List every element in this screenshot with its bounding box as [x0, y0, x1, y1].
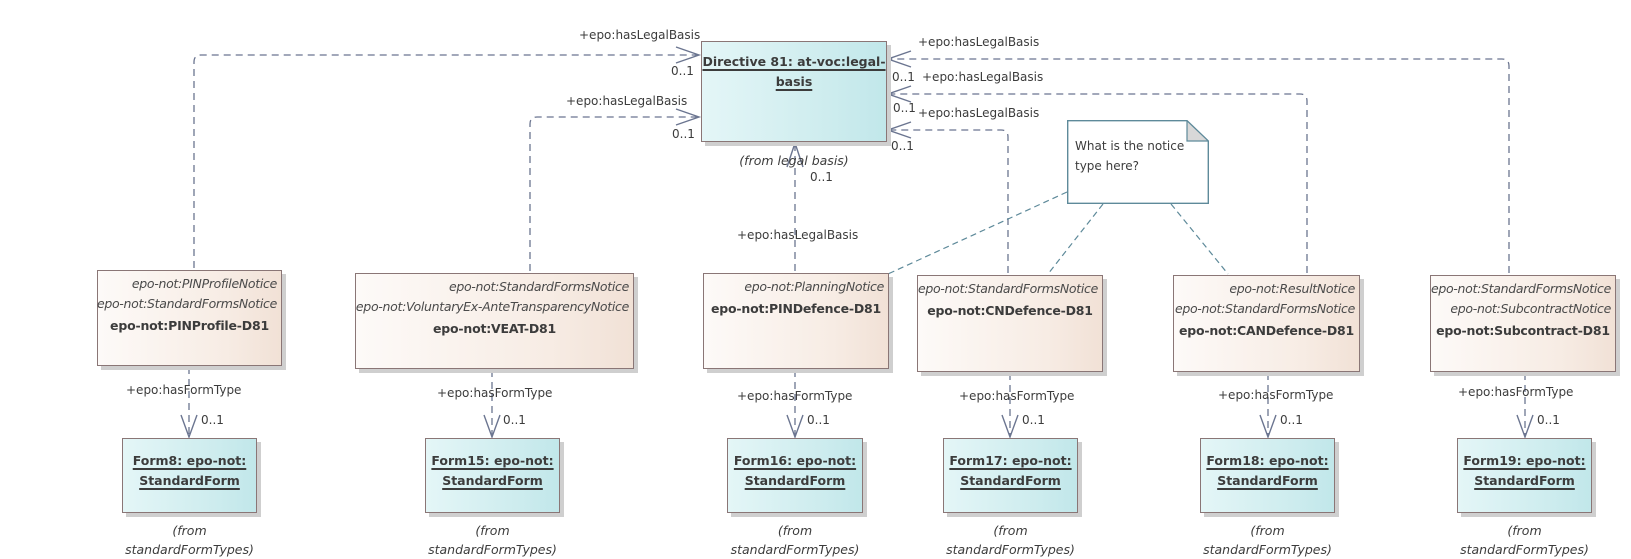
- form-instance-name: Form15: epo-not:StandardForm: [431, 453, 554, 488]
- form-instance-form18[interactable]: Form18: epo-not:StandardForm: [1200, 438, 1335, 513]
- stereotype: epo-not:StandardFormsNotice: [1430, 281, 1611, 296]
- form15-role-label: +epo:hasFormType: [437, 386, 553, 400]
- stereotype: epo-not:StandardFormsNotice: [917, 281, 1098, 296]
- candefence-role-label: +epo:hasLegalBasis: [922, 70, 1044, 84]
- stereotype: epo-not:ResultNotice: [1229, 281, 1355, 296]
- form17-multiplicity: 0..1: [1022, 413, 1045, 427]
- pindefence-multiplicity: 0..1: [810, 170, 833, 184]
- notice-pinprofile[interactable]: epo-not:PINProfileNotice epo-not:Standar…: [97, 270, 282, 366]
- form-instance-name: Form16: epo-not:StandardForm: [733, 453, 857, 488]
- note-link-cndefence: [1047, 203, 1104, 275]
- form-instance-name: Form17: epo-not:StandardForm: [949, 453, 1072, 488]
- form-instance-name: Form19: epo-not:StandardForm: [1463, 453, 1586, 488]
- pinprofile-multiplicity: 0..1: [671, 64, 694, 78]
- note-link-candefence: [1170, 203, 1229, 275]
- form16-multiplicity: 0..1: [807, 413, 830, 427]
- form19-multiplicity: 0..1: [1537, 413, 1560, 427]
- cndefence-multiplicity: 0..1: [891, 139, 914, 153]
- form18-multiplicity: 0..1: [1280, 413, 1303, 427]
- stereotype: epo-not:StandardFormsNotice: [1174, 301, 1355, 316]
- pinprofile-role-label: +epo:hasLegalBasis: [579, 28, 701, 42]
- form18-role-label: +epo:hasFormType: [1218, 388, 1334, 402]
- note-text: What is the notice type here?: [1075, 139, 1185, 173]
- link-pinprofile-legalbasis: [193, 54, 698, 268]
- arrowhead-form16: [786, 414, 804, 440]
- stereotype: epo-not:PINProfileNotice: [131, 276, 277, 291]
- stereotype: epo-not:SubcontractNotice: [1450, 301, 1611, 316]
- notice-candefence[interactable]: epo-not:ResultNotice epo-not:StandardFor…: [1173, 275, 1360, 372]
- notice-name: epo-not:PINProfile-D81: [110, 318, 269, 333]
- stereotype: epo-not:PlanningNotice: [744, 279, 884, 294]
- legal-basis-name: Directive 81: at-voc:legal-basis: [702, 54, 886, 89]
- form17-role-label: +epo:hasFormType: [959, 389, 1075, 403]
- notice-cndefence[interactable]: epo-not:StandardFormsNotice epo-not:CNDe…: [917, 275, 1103, 372]
- notice-name: epo-not:PINDefence-D81: [710, 301, 882, 316]
- link-subcontract-legalbasis: [889, 58, 1510, 273]
- arrowhead-form8: [180, 414, 198, 440]
- form-instance-name: Form18: epo-not:StandardForm: [1206, 453, 1329, 488]
- arrowhead-subcontract: [885, 50, 912, 68]
- form16-role-label: +epo:hasFormType: [737, 389, 853, 403]
- stereotype: epo-not:VoluntaryEx-AnteTransparencyNoti…: [355, 299, 629, 314]
- arrowhead-form17: [1001, 414, 1019, 440]
- arrowhead-candefence: [885, 85, 912, 103]
- subcontract-role-label: +epo:hasLegalBasis: [918, 35, 1040, 49]
- link-cndefence-legalbasis: [889, 129, 1009, 273]
- form-instance-name: Form8: epo-not:StandardForm: [132, 453, 247, 488]
- form19-role-label: +epo:hasFormType: [1458, 385, 1574, 399]
- subcontract-multiplicity: 0..1: [892, 70, 915, 84]
- cndefence-role-label: +epo:hasLegalBasis: [918, 106, 1040, 120]
- note-comment[interactable]: What is the notice type here?: [1067, 120, 1209, 204]
- stereotype: epo-not:StandardFormsNotice: [96, 296, 277, 311]
- notice-name: epo-not:VEAT-D81: [432, 321, 557, 336]
- stereotype: epo-not:StandardFormsNotice: [448, 279, 629, 294]
- arrowhead-form15: [483, 414, 501, 440]
- notice-pindefence[interactable]: epo-not:PlanningNotice epo-not:PINDefenc…: [703, 273, 889, 369]
- form-instance-form19[interactable]: Form19: epo-not:StandardForm: [1457, 438, 1592, 513]
- form8-role-label: +epo:hasFormType: [126, 383, 242, 397]
- notice-name: epo-not:CANDefence-D81: [1178, 323, 1355, 338]
- legal-basis-from: (from legal basis): [739, 153, 849, 168]
- pindefence-role-label: +epo:hasLegalBasis: [737, 228, 859, 242]
- veat-role-label: +epo:hasLegalBasis: [566, 94, 688, 108]
- candefence-multiplicity: 0..1: [893, 101, 916, 115]
- form-instance-form17[interactable]: Form17: epo-not:StandardForm: [943, 438, 1078, 513]
- notice-veat[interactable]: epo-not:StandardFormsNotice epo-not:Volu…: [355, 273, 634, 369]
- form15-multiplicity: 0..1: [503, 413, 526, 427]
- arrowhead-pinprofile: [675, 46, 702, 64]
- form-instance-form16[interactable]: Form16: epo-not:StandardForm: [727, 438, 863, 513]
- arrowhead-cndefence: [885, 121, 912, 139]
- notice-name: epo-not:Subcontract-D81: [1436, 323, 1610, 338]
- note-link-pindefence: [887, 191, 1068, 275]
- form-instance-form8[interactable]: Form8: epo-not:StandardForm: [122, 438, 257, 513]
- arrowhead-form18: [1259, 414, 1277, 440]
- form8-multiplicity: 0..1: [201, 413, 224, 427]
- veat-multiplicity: 0..1: [672, 127, 695, 141]
- arrowhead-pindefence: [786, 140, 804, 168]
- form-instance-form15[interactable]: Form15: epo-not:StandardForm: [425, 438, 560, 513]
- note-shape: [1067, 120, 1209, 204]
- link-veat-legalbasis: [529, 116, 698, 271]
- notice-subcontract[interactable]: epo-not:StandardFormsNotice epo-not:Subc…: [1430, 275, 1616, 372]
- arrowhead-veat: [675, 108, 702, 126]
- notice-name: epo-not:CNDefence-D81: [927, 303, 1093, 318]
- legal-basis-instance[interactable]: Directive 81: at-voc:legal-basis: [701, 41, 887, 142]
- arrowhead-form19: [1516, 414, 1534, 440]
- link-candefence-legalbasis: [889, 93, 1308, 273]
